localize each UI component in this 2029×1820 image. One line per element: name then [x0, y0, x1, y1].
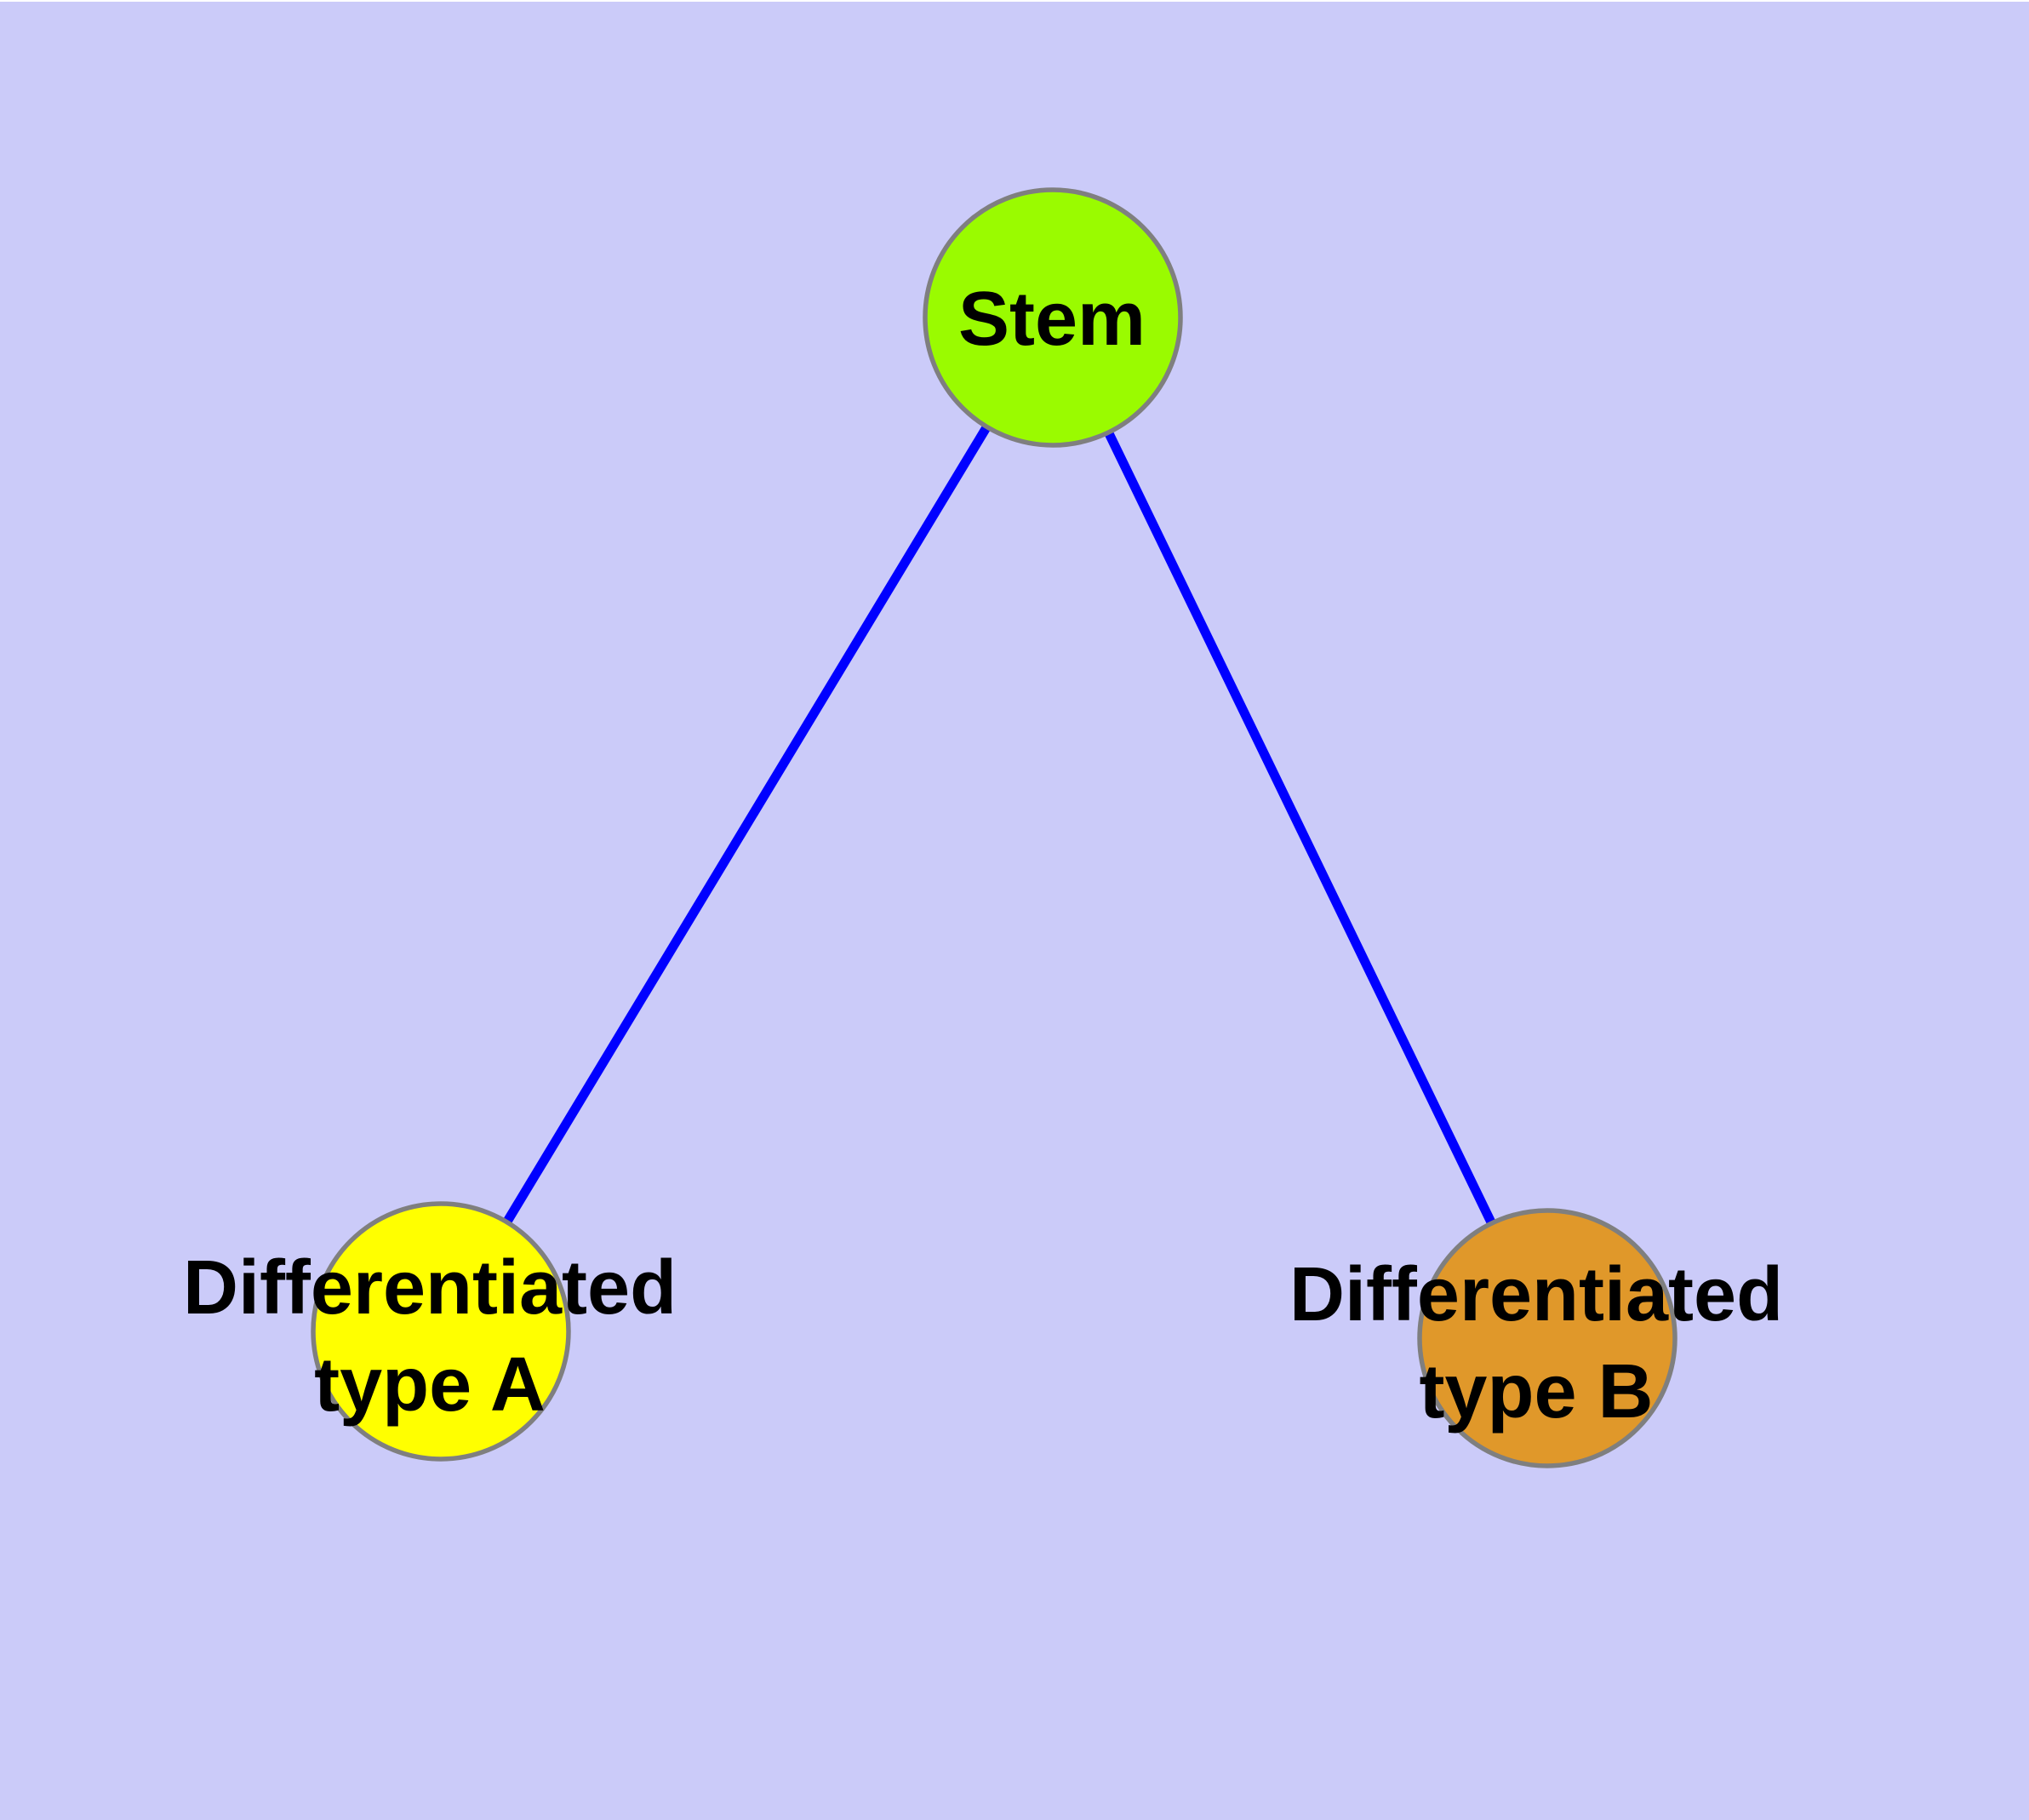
type-a-node-circle [311, 1201, 571, 1462]
type-b-node-circle [1417, 1208, 1677, 1468]
stem-node-circle [923, 187, 1183, 448]
edge-stem-to-type-b [1049, 315, 1552, 1341]
edge-stem-to-type-a [437, 315, 1057, 1334]
